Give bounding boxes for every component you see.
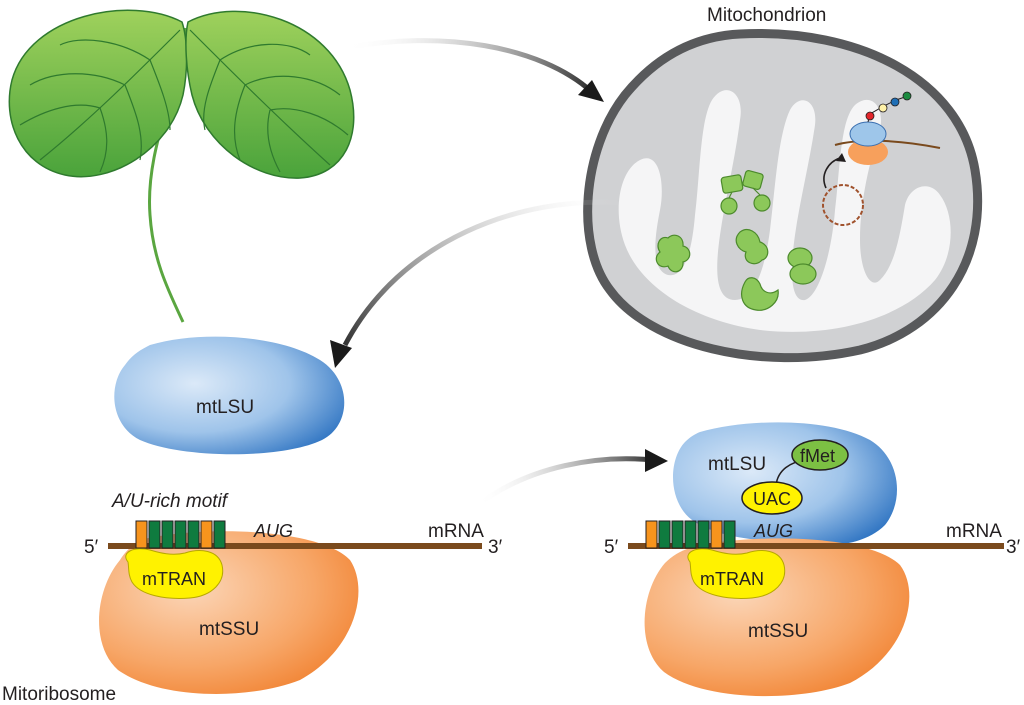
right-mtssu-label: mtSSU bbox=[748, 621, 808, 642]
right-motif-block bbox=[723, 520, 736, 549]
amino-acid-green bbox=[902, 91, 912, 101]
arrow-to-mitochondrion bbox=[344, 38, 594, 94]
arrowhead-to-mtlsu bbox=[330, 340, 352, 368]
left-five-prime: 5′ bbox=[84, 537, 99, 558]
left-mtran bbox=[125, 548, 224, 599]
uac-anticodon bbox=[741, 481, 803, 515]
right-aug-label: AUG bbox=[753, 521, 793, 541]
right-motif-block bbox=[645, 520, 658, 549]
amino-acid-blue bbox=[890, 97, 900, 107]
arrow-to-mtlsu bbox=[342, 199, 626, 347]
transcription-arrow bbox=[823, 157, 841, 189]
right-motif-block bbox=[684, 520, 697, 549]
left-motif-block bbox=[187, 520, 200, 549]
right-motif-block bbox=[671, 520, 684, 549]
free-mtlsu-label: mtLSU bbox=[196, 397, 254, 418]
left-motif-block bbox=[200, 520, 213, 549]
left-mtssu-label: mtSSU bbox=[199, 619, 259, 640]
mitoribosome-label: Mitoribosome bbox=[2, 684, 116, 705]
mitochondrion bbox=[583, 29, 983, 363]
left-aug-label: AUG bbox=[253, 521, 293, 541]
left-mrna bbox=[108, 543, 482, 549]
amino-acid-red bbox=[865, 111, 875, 121]
right-motif bbox=[645, 520, 736, 549]
right-mtran-label: mTRAN bbox=[700, 569, 764, 589]
transcription-arrowhead bbox=[836, 153, 846, 162]
right-motif-block bbox=[697, 520, 710, 549]
seedling bbox=[8, 9, 355, 323]
fmet-bubble bbox=[791, 439, 849, 471]
right-motif-block bbox=[710, 520, 723, 549]
right-mrna-label: mRNA bbox=[946, 521, 1002, 542]
motif-label: A/U-rich motif bbox=[111, 491, 229, 512]
arrow-to-initiation-complex bbox=[476, 456, 653, 507]
amino-acid-yellow bbox=[878, 103, 888, 113]
right-mrna bbox=[628, 543, 1004, 549]
free-mtlsu: mtLSU bbox=[114, 336, 345, 455]
mini-ribosome-ssu bbox=[848, 139, 888, 165]
right-mtlsu-label: mtLSU bbox=[708, 454, 766, 475]
arrowhead-to-mitochondrion bbox=[578, 80, 604, 102]
left-motif-block bbox=[161, 520, 174, 549]
left-leaf bbox=[8, 9, 188, 178]
left-complex: mtSSU mTRAN A/U-rich motif 5′ AUG mRNA 3… bbox=[84, 491, 503, 694]
right-mtran bbox=[687, 548, 786, 599]
matrix-proteins bbox=[655, 170, 817, 311]
uac-label: UAC bbox=[753, 489, 791, 509]
mini-ribosome-lsu bbox=[849, 121, 887, 147]
left-motif bbox=[135, 520, 226, 549]
left-mtran-label: mTRAN bbox=[142, 569, 206, 589]
right-motif-block bbox=[658, 520, 671, 549]
left-motif-block bbox=[148, 520, 161, 549]
left-motif-block bbox=[213, 520, 226, 549]
right-leaf bbox=[185, 10, 355, 179]
fmet-label: fMet bbox=[800, 446, 835, 466]
left-three-prime: 3′ bbox=[488, 537, 503, 558]
mtdna-icon bbox=[822, 184, 864, 226]
right-three-prime: 3′ bbox=[1006, 537, 1021, 558]
left-motif-block bbox=[174, 520, 187, 549]
left-motif-block bbox=[135, 520, 148, 549]
left-mrna-label: mRNA bbox=[428, 521, 484, 542]
right-five-prime: 5′ bbox=[604, 537, 619, 558]
mitochondrion-label: Mitochondrion bbox=[707, 5, 826, 26]
right-complex: mtLSU fMet UAC mtSSU mTRAN 5′ AUG mRNA 3… bbox=[604, 422, 1021, 697]
arrowhead-to-initiation-complex bbox=[645, 449, 668, 472]
